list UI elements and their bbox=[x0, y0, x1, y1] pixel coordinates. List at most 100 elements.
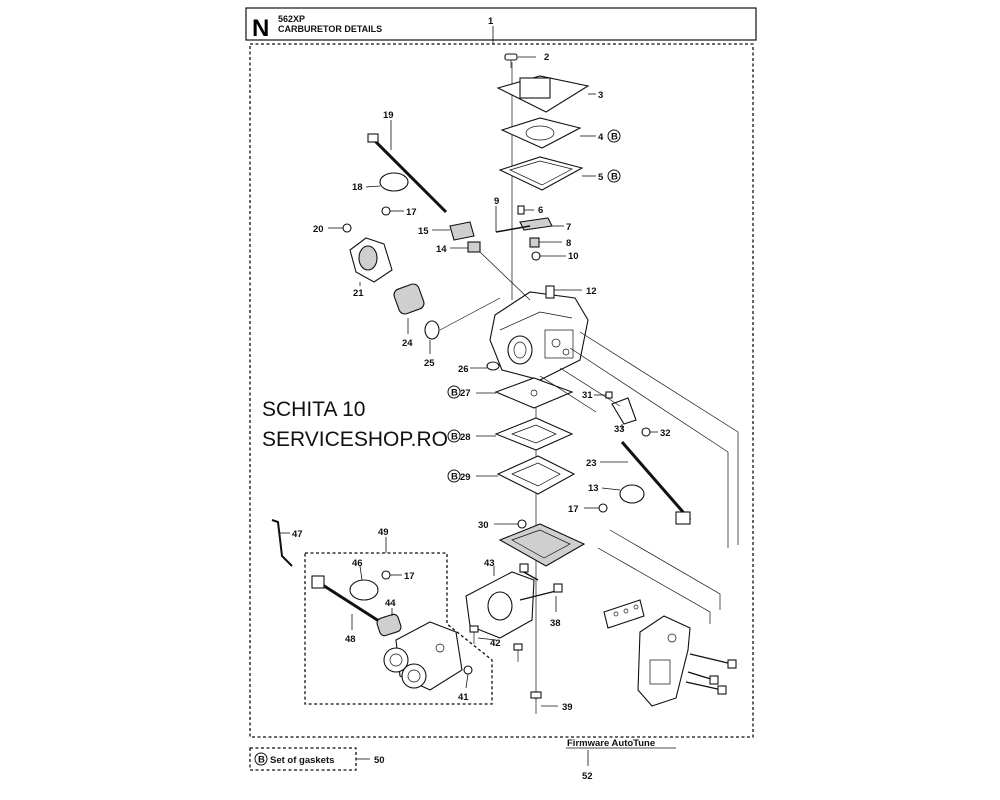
callout-33: 33 bbox=[614, 424, 625, 435]
part-39-screw bbox=[530, 691, 558, 714]
module-screws bbox=[685, 653, 737, 695]
part-24-spring bbox=[393, 283, 425, 334]
badge-4-letter: B bbox=[611, 132, 618, 143]
callout-3: 3 bbox=[598, 90, 603, 101]
mounting-bracket bbox=[603, 599, 645, 629]
part-44-spring bbox=[376, 608, 402, 637]
perspective-line-a bbox=[579, 331, 739, 433]
part-12-plug bbox=[545, 285, 582, 299]
badge-29-letter: B bbox=[451, 472, 458, 483]
callout-6: 6 bbox=[538, 205, 543, 216]
part-17b-screw bbox=[584, 503, 608, 513]
perspective-line-f bbox=[539, 375, 597, 413]
assembly-frame bbox=[249, 43, 754, 738]
callout-21: 21 bbox=[353, 288, 364, 299]
part-14-spring bbox=[450, 241, 481, 253]
badge-5-letter: B bbox=[611, 172, 618, 183]
callout-15: 15 bbox=[418, 226, 429, 237]
gasket-badge-4 bbox=[607, 129, 621, 143]
part-4-diaphragm bbox=[500, 117, 596, 149]
callout-7: 7 bbox=[566, 222, 571, 233]
gasket-badge-27 bbox=[447, 385, 461, 399]
gasket-legend: B Set of gaskets 50 bbox=[249, 747, 385, 771]
callout-31: 31 bbox=[582, 390, 593, 401]
part-28-gasket bbox=[494, 417, 574, 451]
part-19-shaft bbox=[367, 120, 448, 214]
part-17c-screw bbox=[381, 570, 402, 580]
callout-23: 23 bbox=[586, 458, 597, 469]
control-module bbox=[637, 615, 691, 707]
firmware-label: Firmware AutoTune bbox=[567, 738, 655, 749]
badge-27-letter: B bbox=[451, 388, 458, 399]
header-frame bbox=[245, 7, 757, 41]
part-8-spring bbox=[529, 237, 562, 248]
callout-17a: 17 bbox=[406, 207, 417, 218]
callout-41: 41 bbox=[458, 692, 469, 703]
part-6 bbox=[517, 205, 534, 215]
part-9-pin bbox=[495, 206, 531, 233]
callout-19: 19 bbox=[383, 110, 394, 121]
callout-1: 1 bbox=[488, 16, 494, 27]
callout-44: 44 bbox=[385, 598, 396, 609]
callout-20: 20 bbox=[313, 224, 324, 235]
part-7-lever bbox=[519, 217, 564, 231]
assembly-line-25 bbox=[439, 297, 501, 331]
callout-50: 50 bbox=[374, 755, 385, 766]
callout-8: 8 bbox=[566, 238, 571, 249]
callout-4: 4 bbox=[598, 132, 604, 143]
gasket-badge-29 bbox=[447, 469, 461, 483]
callout-30: 30 bbox=[478, 520, 489, 531]
part-47-rod bbox=[271, 519, 293, 567]
callout-17b: 17 bbox=[568, 504, 579, 515]
part-23-shaft bbox=[600, 441, 692, 525]
watermark-line-2: SERVICESHOP.RO bbox=[262, 428, 448, 451]
part-3-pump-cover bbox=[496, 75, 596, 113]
callout-10: 10 bbox=[568, 251, 579, 262]
part-13-choke-plate bbox=[601, 484, 645, 504]
gasket-badge-28 bbox=[447, 429, 461, 443]
throttle-body-twin bbox=[383, 621, 463, 691]
part-5-gasket bbox=[498, 156, 596, 191]
badge-28-letter: B bbox=[451, 432, 458, 443]
callout-2: 2 bbox=[544, 52, 549, 63]
assembly-line-14 bbox=[479, 251, 531, 301]
part-42-screws bbox=[469, 625, 523, 662]
callout-42: 42 bbox=[490, 638, 501, 649]
part-43-intake-adapter bbox=[465, 566, 535, 639]
legend-badge-letter: B bbox=[258, 755, 265, 766]
model-name: 562XP bbox=[278, 14, 305, 24]
perspective-line-e bbox=[559, 367, 621, 407]
watermark-line-1: SCHITA 10 bbox=[262, 398, 365, 421]
callout-17c: 17 bbox=[404, 571, 415, 582]
part-27-gasket bbox=[494, 377, 574, 409]
part-31-clip bbox=[594, 391, 613, 399]
legend-text: Set of gaskets bbox=[270, 755, 334, 766]
part-30-plate bbox=[494, 519, 586, 567]
part-21-housing bbox=[349, 237, 393, 286]
callout-49: 49 bbox=[378, 527, 389, 538]
part-29-gasket bbox=[496, 455, 576, 495]
callout-24: 24 bbox=[402, 338, 413, 349]
firmware-note: Firmware AutoTune 52 bbox=[566, 738, 676, 782]
part-46-valve-plate bbox=[349, 565, 379, 601]
callout-32: 32 bbox=[660, 428, 671, 439]
part-2-screw bbox=[504, 53, 536, 68]
part-25-washer bbox=[424, 320, 440, 354]
callout-29: 29 bbox=[460, 472, 471, 483]
part-38-bolts bbox=[519, 563, 563, 612]
legend-badge bbox=[254, 752, 268, 766]
part-41-clip bbox=[463, 665, 473, 689]
callout-46: 46 bbox=[352, 558, 363, 569]
part-18-valve-plate bbox=[365, 172, 409, 192]
callout-12: 12 bbox=[586, 286, 597, 297]
callout-39: 39 bbox=[562, 702, 573, 713]
part-26-plug bbox=[470, 361, 500, 371]
part-17a-screw bbox=[381, 206, 404, 216]
part-20-screw bbox=[328, 223, 352, 233]
kit-49-frame bbox=[304, 552, 493, 705]
header: N 562XP CARBURETOR DETAILS bbox=[245, 7, 757, 42]
part-10-screw bbox=[531, 251, 566, 261]
page-title: CARBURETOR DETAILS bbox=[278, 24, 382, 34]
callout-52: 52 bbox=[582, 771, 593, 782]
